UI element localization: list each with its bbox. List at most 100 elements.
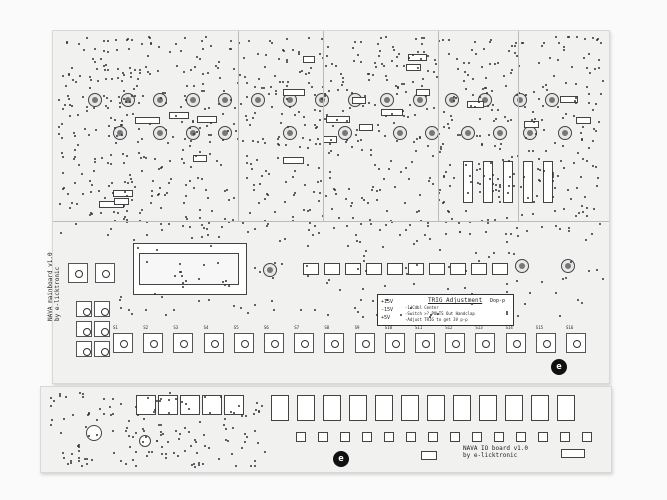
button[interactable] [76, 341, 92, 357]
via [268, 39, 271, 42]
step-button[interactable] [415, 333, 435, 353]
step-button[interactable] [384, 333, 405, 353]
button[interactable] [95, 263, 115, 283]
via [59, 202, 62, 205]
knob[interactable] [461, 126, 475, 140]
knob[interactable] [88, 93, 102, 107]
knob[interactable] [558, 126, 572, 140]
via [314, 109, 317, 112]
step-button[interactable] [324, 333, 345, 353]
via [129, 177, 132, 180]
via [395, 64, 398, 67]
button[interactable] [68, 263, 88, 283]
via [534, 117, 537, 120]
via [259, 182, 262, 185]
knob[interactable] [425, 126, 439, 140]
knob[interactable] [263, 263, 277, 277]
via [502, 74, 505, 77]
via [159, 434, 162, 437]
step-button[interactable] [566, 333, 586, 353]
knob[interactable] [513, 93, 527, 107]
button[interactable] [76, 301, 92, 317]
via [505, 312, 508, 315]
step-button[interactable] [505, 333, 526, 353]
knob[interactable] [545, 93, 559, 107]
knob[interactable] [380, 93, 394, 107]
button[interactable] [94, 301, 110, 317]
step-button[interactable] [113, 333, 133, 353]
via [475, 252, 478, 255]
knob[interactable] [445, 93, 459, 107]
via [540, 119, 543, 122]
via [249, 464, 252, 467]
step-button[interactable] [264, 333, 284, 353]
knob[interactable] [338, 126, 352, 140]
step-button[interactable] [354, 333, 375, 353]
via [182, 71, 185, 74]
step-label: S3 [173, 325, 179, 330]
knob[interactable] [186, 93, 200, 107]
via [127, 181, 130, 184]
button[interactable] [94, 321, 110, 337]
knob[interactable] [186, 126, 200, 140]
knob[interactable] [251, 93, 265, 107]
via [368, 73, 371, 76]
via [398, 53, 401, 56]
mainboard-title-line1: NAVA mainboard v1.0 [47, 252, 54, 321]
knob[interactable] [283, 126, 297, 140]
via [254, 304, 257, 307]
via [276, 156, 279, 159]
via [253, 188, 256, 191]
via [464, 209, 467, 212]
via [158, 167, 161, 170]
via [522, 176, 525, 179]
via [274, 261, 277, 264]
knob[interactable] [315, 93, 329, 107]
step-button[interactable] [445, 333, 466, 353]
connector [384, 432, 394, 442]
knob[interactable] [218, 126, 232, 140]
via [457, 68, 460, 71]
via [361, 149, 364, 152]
via [201, 83, 204, 86]
step-button[interactable] [143, 333, 164, 353]
step-button[interactable] [173, 333, 194, 353]
step-button[interactable] [233, 333, 254, 353]
via [582, 157, 585, 160]
knob[interactable] [561, 259, 575, 273]
step-button[interactable] [294, 333, 315, 353]
via [481, 219, 484, 222]
via [86, 413, 89, 416]
via [88, 434, 91, 437]
via [321, 97, 324, 100]
button[interactable] [94, 341, 110, 357]
step-button[interactable] [475, 333, 496, 353]
via [574, 214, 577, 217]
knob[interactable] [153, 126, 167, 140]
via [365, 270, 368, 273]
knob[interactable] [153, 93, 167, 107]
via [159, 96, 162, 99]
button[interactable] [76, 321, 92, 337]
via [350, 204, 353, 207]
knob[interactable] [515, 259, 529, 273]
resistor [483, 161, 493, 203]
via [137, 152, 140, 155]
via [189, 144, 192, 147]
via [185, 85, 188, 88]
via [331, 208, 334, 211]
via [510, 69, 513, 72]
trig-title: TRIG Adjustment [428, 297, 483, 304]
via [218, 235, 221, 238]
resistor [503, 161, 513, 203]
via [497, 189, 500, 192]
elicktronic-logo: e [333, 451, 349, 467]
step-button[interactable] [203, 333, 224, 353]
via [319, 109, 322, 112]
knob[interactable] [393, 126, 407, 140]
via [553, 209, 556, 212]
via [103, 413, 106, 416]
knob[interactable] [493, 126, 507, 140]
step-button[interactable] [535, 333, 556, 353]
via [153, 411, 156, 414]
